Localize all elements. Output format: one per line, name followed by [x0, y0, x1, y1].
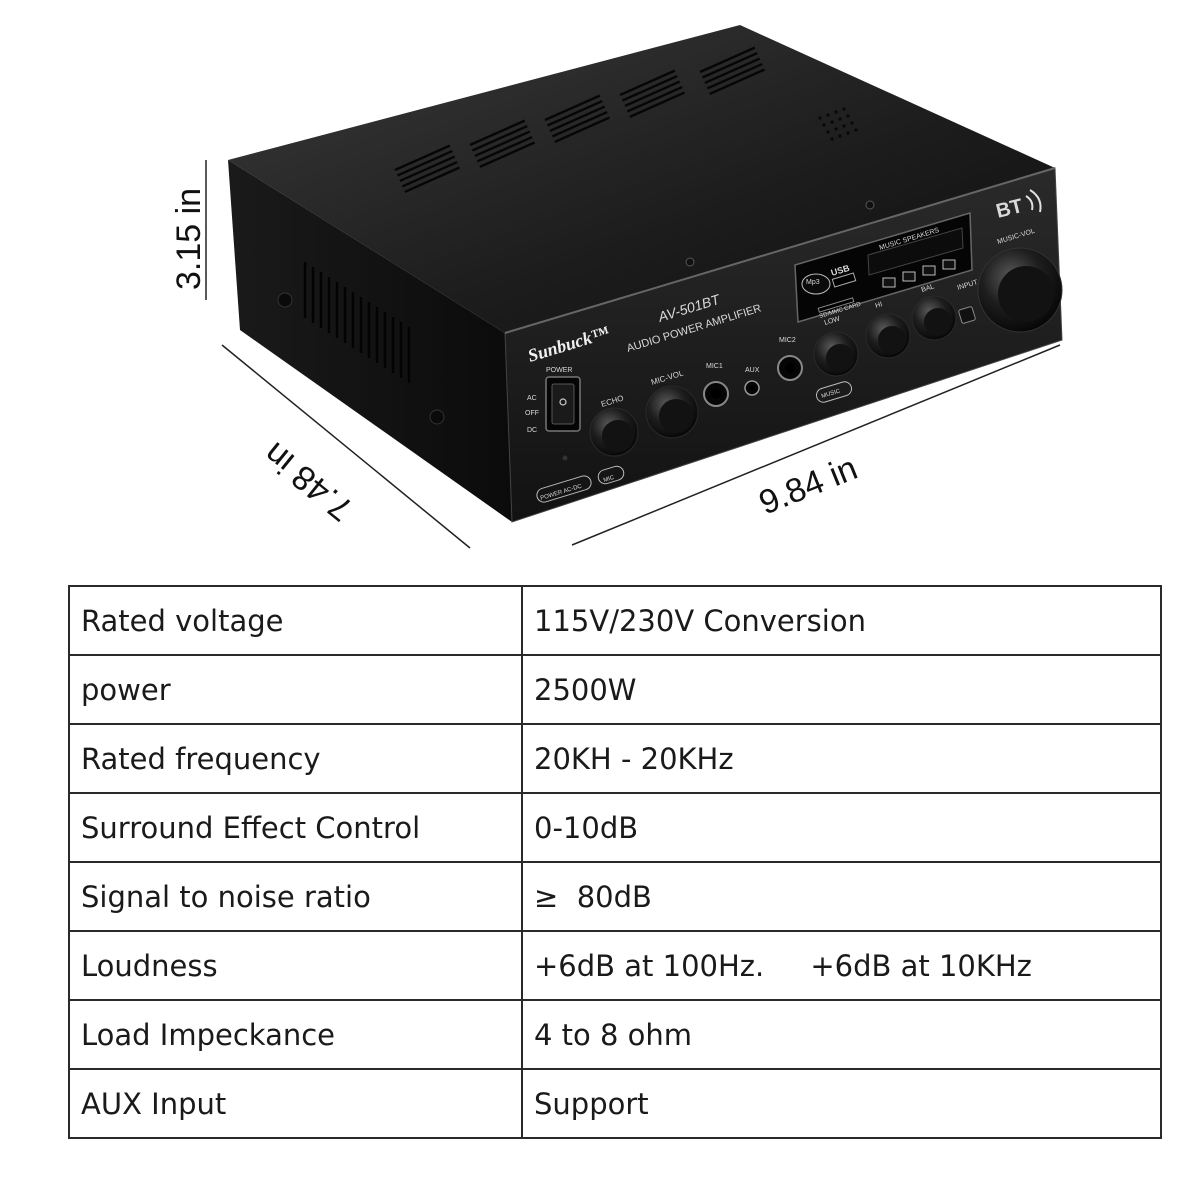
media-player-module: MUSIC SPEAKERS Mp3 USB SD/MMC CARD: [794, 212, 973, 323]
mode-button[interactable]: [942, 259, 956, 270]
spec-value: +6dB at 100Hz. +6dB at 10KHz: [521, 930, 1162, 1001]
aux-label: AUX: [745, 367, 760, 374]
spec-value: 0-10dB: [521, 792, 1162, 863]
sd-card-slot[interactable]: [817, 297, 855, 313]
hi-knob[interactable]: [865, 313, 911, 359]
mic1-jack[interactable]: [703, 381, 729, 407]
play-button[interactable]: [902, 271, 916, 282]
bal-knob[interactable]: [911, 295, 957, 341]
spec-label: power: [68, 654, 523, 725]
spec-label: Rated frequency: [68, 723, 523, 794]
mic1-label: MIC1: [706, 363, 723, 370]
spec-label: AUX Input: [68, 1068, 523, 1139]
input-button[interactable]: [958, 306, 976, 324]
prev-button[interactable]: [882, 277, 896, 288]
display-screen: [867, 227, 964, 276]
table-row: Signal to noise ratio≥ 80dB: [68, 861, 1162, 932]
mic2-label: MIC2: [779, 337, 796, 344]
depth-label: 7.48 in: [257, 435, 360, 529]
off-label: OFF: [525, 410, 539, 417]
hi-label: HI: [875, 301, 884, 310]
aux-jack[interactable]: [744, 380, 760, 396]
speaker-grille-dots: [818, 107, 858, 141]
height-label: 3.15 in: [170, 188, 208, 290]
echo-knob[interactable]: [589, 407, 639, 457]
mic2-jack[interactable]: [777, 355, 803, 381]
side-screw: [277, 292, 293, 308]
low-label: LOW: [824, 315, 842, 326]
svg-text:MUSIC: MUSIC: [821, 388, 842, 400]
svg-text:Mp3: Mp3: [806, 279, 820, 286]
music-vol-knob[interactable]: [977, 247, 1063, 333]
bal-label: BAL: [921, 283, 936, 294]
dc-label: DC: [527, 427, 537, 434]
height-dimension: 3.15 in: [170, 160, 208, 300]
spec-value: Support: [521, 1068, 1162, 1139]
spec-label: Loudness: [68, 930, 523, 1001]
mic-vol-knob[interactable]: [645, 385, 699, 439]
table-row: Loudness+6dB at 100Hz. +6dB at 10KHz: [68, 930, 1162, 1001]
power-switch[interactable]: [545, 376, 581, 432]
spec-value: 4 to 8 ohm: [521, 999, 1162, 1070]
side-screw: [429, 409, 445, 425]
spec-value: 2500W: [521, 654, 1162, 725]
low-knob[interactable]: [813, 331, 859, 377]
spec-label: Load Impeckance: [68, 999, 523, 1070]
width-label: 9.84 in: [754, 449, 863, 522]
power-led: [562, 455, 568, 461]
spec-value: ≥ 80dB: [521, 861, 1162, 932]
mic-tag: MIC: [597, 465, 625, 485]
ac-label: AC: [527, 395, 537, 402]
spec-label: Rated voltage: [68, 585, 523, 656]
music-tag: MUSIC: [815, 381, 853, 403]
top-screw: [685, 257, 695, 267]
top-screw: [865, 200, 875, 210]
amplifier-illustration: 3.15 in 7.48 in 9.84 in: [170, 25, 1063, 549]
spec-value: 115V/230V Conversion: [521, 585, 1162, 656]
side-vents: [303, 262, 411, 383]
spec-label: Surround Effect Control: [68, 792, 523, 863]
svg-text:MIC: MIC: [603, 475, 616, 484]
power-label: POWER: [546, 367, 572, 374]
usb-port[interactable]: [831, 272, 857, 288]
bluetooth-wave-icon: [1025, 189, 1042, 213]
media-buttons: [882, 259, 956, 288]
spec-label: Signal to noise ratio: [68, 861, 523, 932]
mp3-logo: Mp3: [801, 273, 831, 295]
top-vents: [394, 46, 766, 194]
next-button[interactable]: [922, 265, 936, 276]
spec-value: 20KH - 20KHz: [521, 723, 1162, 794]
